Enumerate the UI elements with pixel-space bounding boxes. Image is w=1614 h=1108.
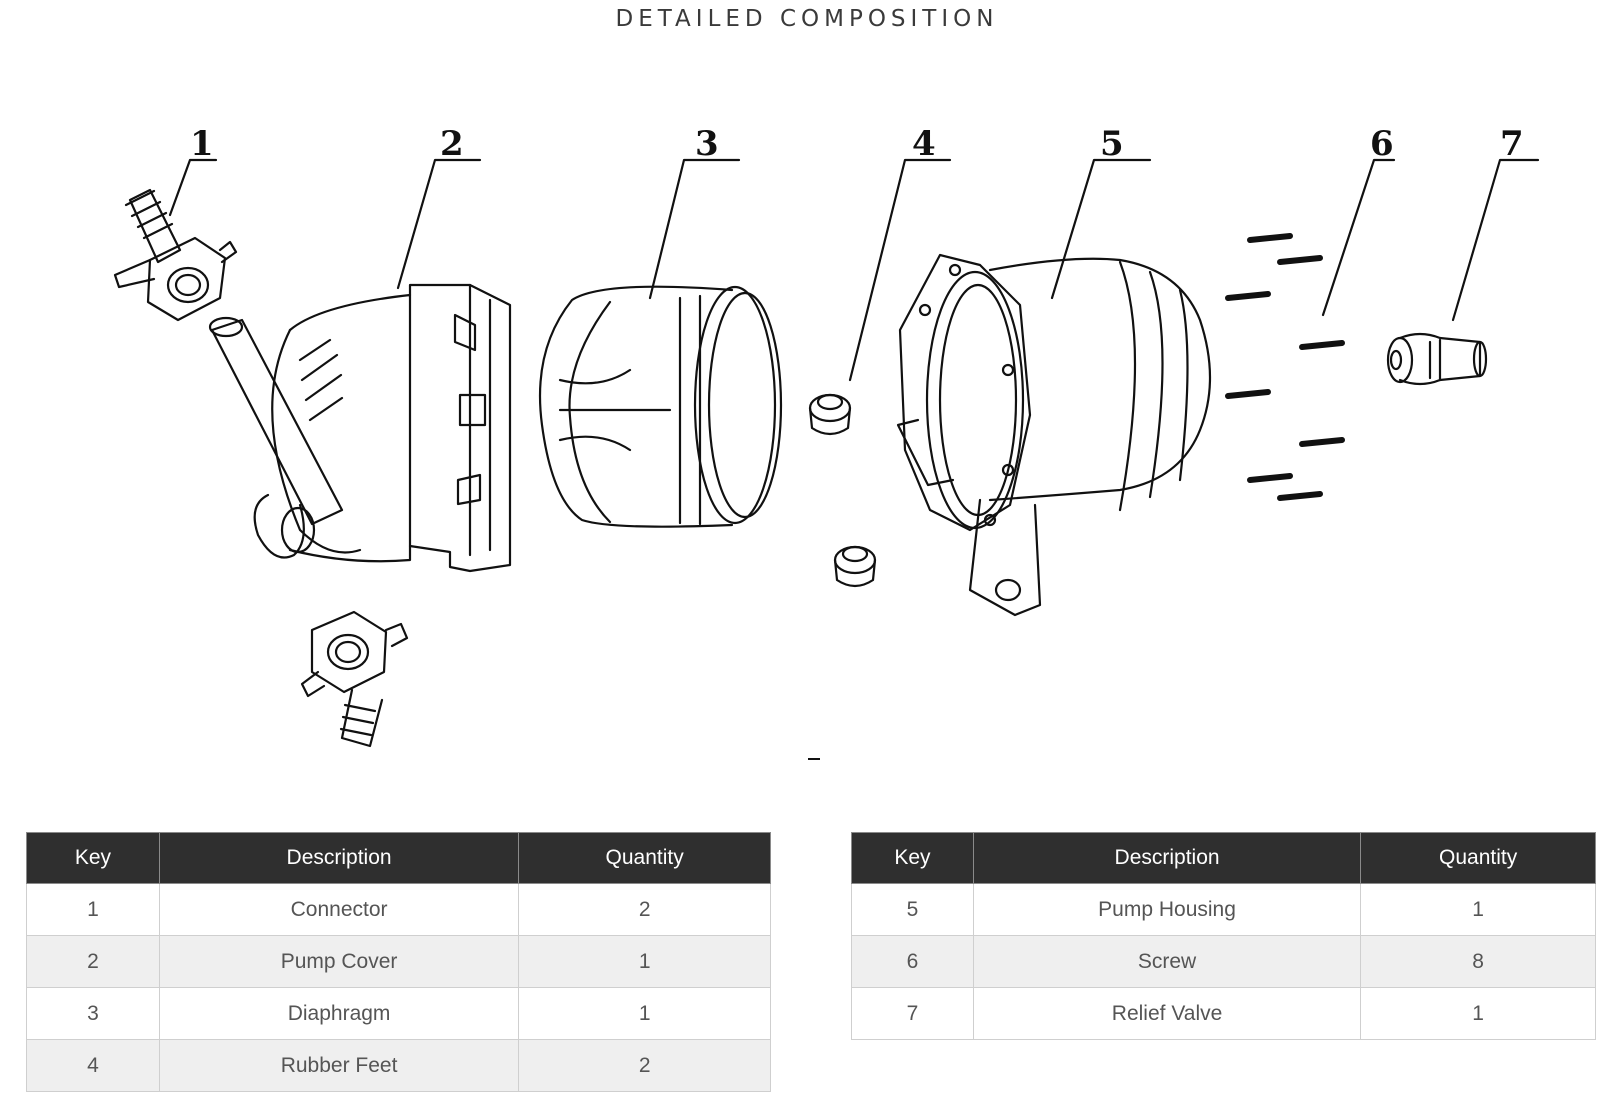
cell-quantity: 2	[518, 883, 771, 936]
callout-leaders	[168, 158, 1540, 382]
pump-cover-drawing	[208, 283, 512, 573]
cell-description: Rubber Feet	[158, 1039, 520, 1092]
parts-table-left: Key Description Quantity 1 Connector 2 2…	[26, 832, 771, 1092]
cell-quantity: 1	[1360, 883, 1596, 936]
cell-quantity: 1	[518, 935, 771, 988]
cell-key: 6	[851, 935, 974, 988]
screws-drawing	[1225, 233, 1345, 501]
callout-6: 6	[1370, 124, 1394, 164]
callout-4: 4	[912, 124, 936, 164]
cell-quantity: 1	[518, 987, 771, 1040]
cell-key: 1	[26, 883, 160, 936]
column-header-key: Key	[851, 832, 974, 884]
table-row: 6 Screw 8	[851, 935, 1596, 988]
table-row: 5 Pump Housing 1	[851, 883, 1596, 936]
cell-quantity: 8	[1360, 935, 1596, 988]
table-row: 3 Diaphragm 1	[26, 987, 771, 1040]
callout-7: 7	[1500, 124, 1524, 164]
cell-description: Diaphragm	[158, 987, 520, 1040]
column-header-description: Description	[158, 832, 520, 884]
table-row: 2 Pump Cover 1	[26, 935, 771, 988]
table-row: 4 Rubber Feet 2	[26, 1039, 771, 1092]
cell-quantity: 2	[518, 1039, 771, 1092]
cell-key: 2	[26, 935, 160, 988]
cell-description: Pump Cover	[158, 935, 520, 988]
table-row: 1 Connector 2	[26, 883, 771, 936]
diaphragm-drawing	[538, 285, 783, 528]
callout-3: 3	[695, 124, 719, 164]
connector-bottom-drawing	[300, 610, 409, 748]
column-header-description: Description	[972, 832, 1362, 884]
page-title: DETAILED COMPOSITION	[615, 6, 999, 32]
callout-2: 2	[440, 124, 464, 164]
cell-quantity: 1	[1360, 987, 1596, 1040]
pump-housing-drawing	[896, 253, 1212, 617]
table-header-row: Key Description Quantity	[26, 832, 771, 884]
column-header-key: Key	[26, 832, 160, 884]
cell-key: 3	[26, 987, 160, 1040]
cell-key: 4	[26, 1039, 160, 1092]
cell-description: Connector	[158, 883, 520, 936]
rubber-feet-drawing	[808, 393, 877, 588]
callout-1: 1	[190, 124, 214, 164]
cell-key: 5	[851, 883, 974, 936]
table-row: 7 Relief Valve 1	[851, 987, 1596, 1040]
cell-description: Relief Valve	[972, 987, 1362, 1040]
callout-5: 5	[1100, 124, 1124, 164]
dash-mark	[808, 758, 820, 760]
exploded-pump-diagram: 1 2 3 4 5 6 7	[113, 124, 1540, 748]
column-header-quantity: Quantity	[1360, 832, 1596, 884]
connector-top-drawing	[113, 188, 238, 322]
parts-table-right: Key Description Quantity 5 Pump Housing …	[851, 832, 1596, 1040]
cell-description: Screw	[972, 935, 1362, 988]
column-header-quantity: Quantity	[518, 832, 771, 884]
cell-key: 7	[851, 987, 974, 1040]
cell-description: Pump Housing	[972, 883, 1362, 936]
relief-valve-drawing	[1386, 332, 1488, 386]
table-header-row: Key Description Quantity	[851, 832, 1596, 884]
